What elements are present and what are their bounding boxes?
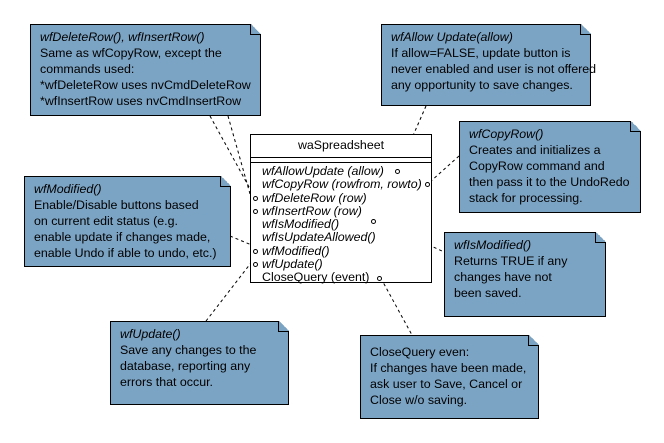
operation-label: wfIsModified() [262, 217, 340, 232]
note-title: wfUpdate() [120, 327, 181, 341]
note-line: Returns TRUE if any [454, 254, 568, 268]
connector-insert-row [227, 115, 255, 209]
folded-corner-icon [580, 24, 591, 35]
operation-label: wfDeleteRow (row) [262, 190, 367, 205]
note-line: CloseQuery even: [370, 345, 470, 359]
operation-label: wfInsertRow (row) [262, 203, 362, 218]
operation-CloseQuery: CloseQuery (event) [251, 271, 431, 284]
operation-wfInsertRow: wfInsertRow (row) [251, 203, 431, 218]
folded-corner-icon [278, 321, 289, 332]
operation-wfUpdate: wfUpdate() [251, 258, 431, 271]
note-title: wfModified() [34, 182, 102, 196]
note-anchor-icon [253, 262, 258, 268]
connector-update [205, 258, 255, 322]
note-allow-update: wfAllow Update(allow) If allow=FALSE, up… [381, 24, 597, 106]
note-line: Close w/o saving. [370, 393, 468, 407]
note-anchor-icon [395, 169, 400, 174]
operation-label: wfUpdate() [262, 257, 323, 272]
note-line: *wfDeleteRow uses nvCmdDeleteRow [40, 78, 251, 92]
note-title: wfCopyRow() [469, 127, 544, 141]
note-close-query: CloseQuery even: If changes have been ma… [360, 335, 539, 419]
note-line: been saved. [454, 286, 522, 300]
operation-label: wfCopyRow (rowfrom, rowto) [262, 177, 422, 192]
folded-corner-icon [220, 176, 231, 187]
operation-wfIsModified: wfIsModified() [251, 218, 431, 231]
note-update: wfUpdate() Save any changes to the datab… [110, 321, 289, 405]
note-modified: wfModified() Enable/Disable buttons base… [24, 176, 231, 267]
note-line: ask user to Save, Cancel or [370, 377, 523, 391]
note-line: commands used: [40, 62, 135, 76]
note-line: enable update if changes made, [34, 230, 211, 244]
note-is-modified: wfIsModified() Returns TRUE if any chang… [444, 232, 606, 317]
class-waSpreadsheet: waSpreadsheet wfAllowUpdate (allow) wfCo… [250, 134, 432, 285]
operation-wfAllowUpdate: wfAllowUpdate (allow) [251, 165, 431, 178]
note-line: Enable/Disable buttons based [34, 198, 199, 212]
note-line: changes have not [454, 270, 552, 284]
note-line: never enabled and user is not offered [391, 62, 597, 76]
note-title: wfIsModified() [454, 238, 532, 252]
folded-corner-icon [250, 24, 261, 35]
operation-label: CloseQuery (event) [262, 270, 370, 285]
connector-copy-row [429, 155, 460, 183]
note-line: enable Undo if able to undo, etc.) [34, 246, 217, 260]
note-anchor-icon [253, 195, 258, 201]
note-line: If changes have been made, [370, 361, 527, 375]
note-line: Creates and initializes a [469, 143, 601, 157]
note-line: Same as wfCopyRow, except the [40, 46, 222, 60]
note-delete-insert-row: wfDeleteRow(), wfInsertRow() Same as wfC… [30, 24, 261, 116]
note-title: wfAllow Update(allow) [391, 30, 513, 44]
operation-label: wfModified() [262, 243, 330, 258]
note-line: any opportunity to save changes. [391, 78, 573, 92]
note-line: If allow=FALSE, update button is [391, 46, 571, 60]
note-anchor-icon [253, 208, 258, 214]
operations-compartment: wfAllowUpdate (allow) wfCopyRow (rowfrom… [251, 163, 431, 285]
note-anchor-icon [377, 276, 382, 282]
connector-modified [229, 235, 255, 247]
operation-wfModified: wfModified() [251, 243, 431, 258]
note-line: CopyRow command and [469, 159, 605, 173]
note-anchor-icon [425, 182, 430, 188]
note-line: errors that occur. [120, 375, 213, 389]
operation-wfCopyRow: wfCopyRow (rowfrom, rowto) [251, 178, 431, 191]
note-line: stack for processing. [469, 191, 583, 205]
operation-wfDeleteRow: wfDeleteRow (row) [251, 190, 431, 205]
note-anchor-icon [253, 248, 258, 254]
note-anchor-icon [371, 219, 376, 225]
note-title: wfDeleteRow(), wfInsertRow() [40, 30, 205, 44]
folded-corner-icon [528, 335, 539, 346]
operation-wfIsUpdateAllowed: wfIsUpdateAllowed() [251, 231, 431, 244]
note-line: database, reporting any [120, 359, 251, 373]
class-name: waSpreadsheet [251, 135, 431, 158]
operation-label: wfIsUpdateAllowed() [262, 230, 376, 245]
note-line: Save any changes to the [120, 343, 257, 357]
operation-label: wfAllowUpdate (allow) [262, 164, 384, 178]
folded-corner-icon [630, 121, 641, 132]
note-line: *wfInsertRow uses nvCmdInsertRow [40, 94, 242, 108]
note-copy-row: wfCopyRow() Creates and initializes a Co… [459, 121, 641, 213]
folded-corner-icon [595, 232, 606, 243]
note-line: then pass it to the UndoRedo [469, 175, 630, 189]
attributes-compartment [251, 158, 431, 163]
note-line: on current edit status (e.g. [34, 214, 178, 228]
